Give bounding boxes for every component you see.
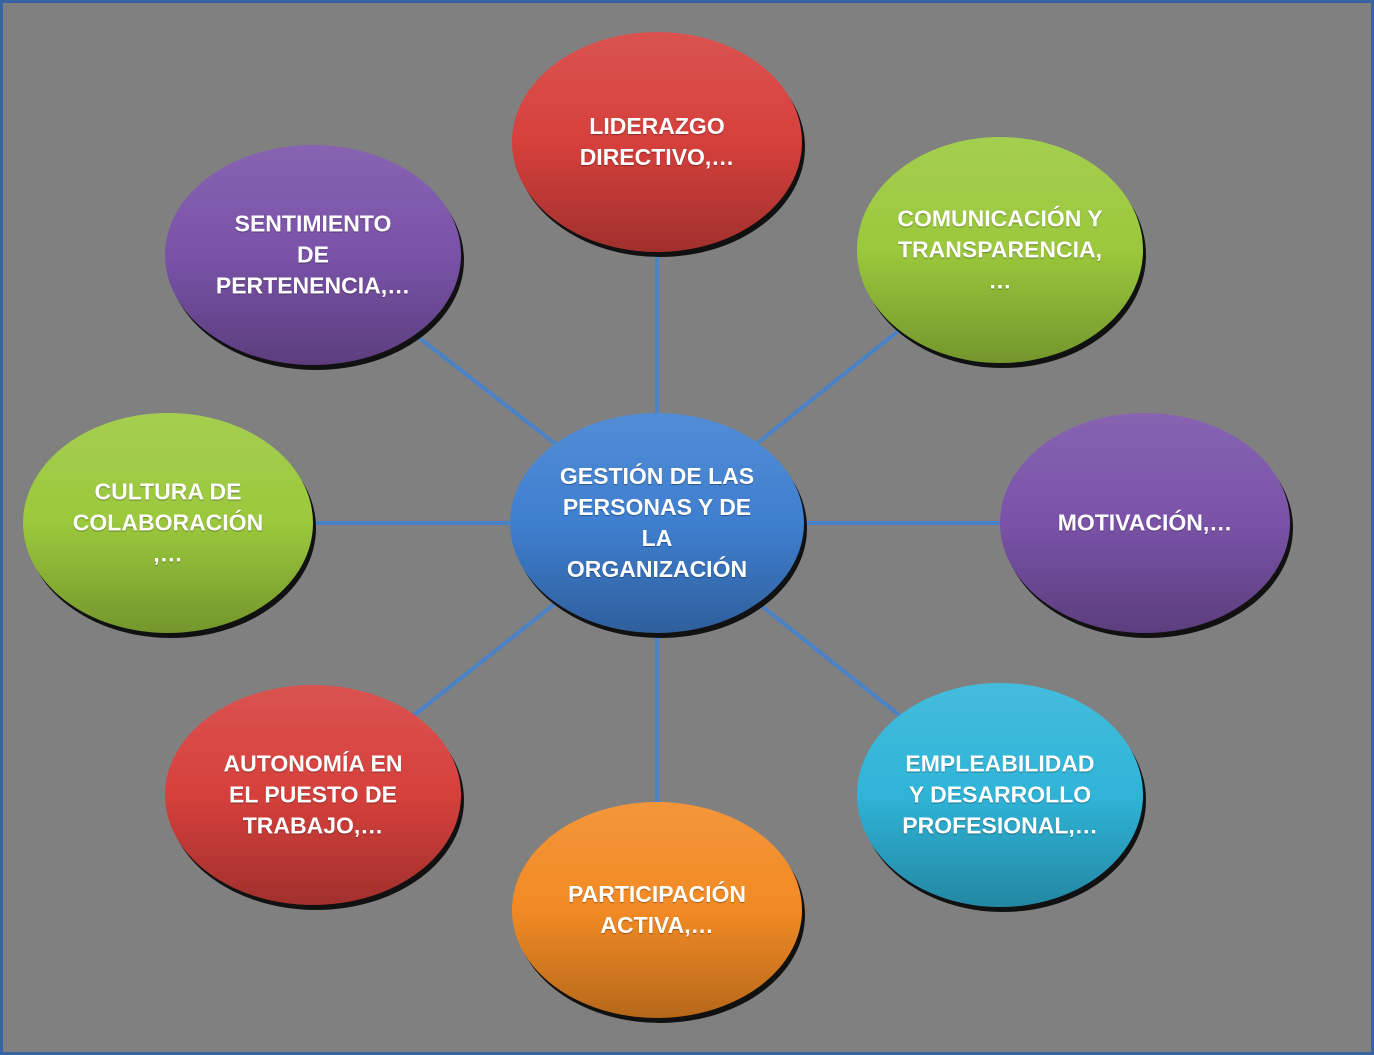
label-line: DIRECTIVO,…: [579, 144, 735, 170]
label-line: CULTURA DE: [94, 478, 242, 505]
label-line: TRABAJO,…: [242, 812, 384, 839]
label-line: ,…: [153, 540, 183, 567]
label-line: …: [988, 267, 1012, 294]
label-line: PERSONAS Y DE: [562, 494, 752, 520]
node-autonomia: [165, 685, 461, 905]
center-node-label: GESTIÓN DE LAS PERSONAS Y DE LA ORGANIZACIÓ…: [560, 461, 754, 585]
label-line: TRANSPARENCIA,: [897, 236, 1103, 263]
node-motivacion-label: MOTIVACIÓN,…: [1058, 508, 1233, 539]
label-line: ORGANIZACIÓN: [566, 556, 748, 582]
node-motivacion: [1000, 413, 1290, 633]
label-line: EL PUESTO DE: [229, 781, 397, 808]
node-sentimiento-label: SENTIMIENTO DE PERTENENCIA,…: [216, 209, 410, 302]
label-line: SENTIMIENTO: [234, 210, 392, 237]
node-participacion: [512, 802, 802, 1018]
label-line: COMUNICACIÓN Y: [897, 205, 1103, 232]
label-line: PERTENENCIA,…: [215, 272, 411, 299]
node-liderazgo: [512, 32, 802, 252]
node-cultura-label: CULTURA DE COLABORACIÓN ,…: [73, 477, 263, 570]
node-comunicacion: [857, 137, 1143, 363]
label-line: PROFESIONAL,…: [902, 812, 1098, 839]
label-line: Y DESARROLLO: [908, 781, 1092, 808]
label-line: PARTICIPACIÓN: [567, 881, 747, 907]
center-node: [510, 413, 804, 633]
node-participacion-label: PARTICIPACIÓN ACTIVA,…: [568, 879, 746, 941]
node-empleabilidad-label: EMPLEABILIDAD Y DESARROLLO PROFESIONAL,…: [902, 749, 1098, 842]
node-cultura: [23, 413, 313, 633]
label-line: MOTIVACIÓN,…: [1057, 509, 1233, 536]
node-empleabilidad: [857, 683, 1143, 907]
label-line: GESTIÓN DE LAS: [559, 463, 755, 489]
label-line: ACTIVA,…: [600, 912, 714, 938]
node-liderazgo-label: LIDERAZGO DIRECTIVO,…: [580, 111, 735, 173]
node-autonomia-label: AUTONOMÍA EN EL PUESTO DE TRABAJO,…: [224, 749, 403, 842]
node-sentimiento: [165, 145, 461, 365]
label-line: LIDERAZGO: [589, 113, 725, 139]
label-line: AUTONOMÍA EN: [223, 750, 403, 777]
label-line: LA: [641, 525, 673, 551]
label-line: EMPLEABILIDAD: [905, 750, 1095, 777]
node-comunicacion-label: COMUNICACIÓN Y TRANSPARENCIA, …: [897, 204, 1102, 297]
label-line: DE: [297, 241, 329, 268]
label-line: COLABORACIÓN: [72, 509, 264, 536]
